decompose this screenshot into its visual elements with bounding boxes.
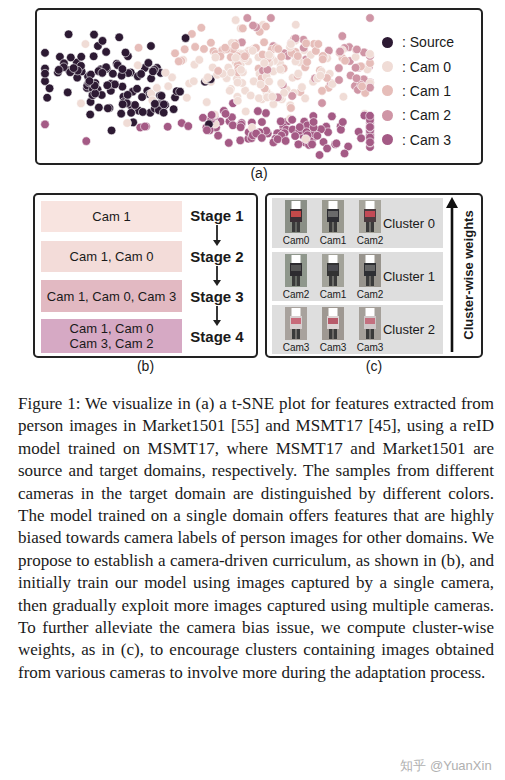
stage-bar: Cam 1, Cam 0 Cam 3, Cam 2: [41, 319, 182, 353]
subfigure-label: (b): [35, 358, 256, 375]
legend-entry: : Cam 0: [382, 54, 454, 78]
panel-box: Cluster 0Cluster 1Cluster 2(c): [265, 193, 483, 358]
legend-text: : Cam 1: [402, 83, 451, 99]
cluster-label: Cluster 1: [383, 268, 435, 285]
stage-label: Stage 3: [190, 288, 243, 305]
figure-caption: Figure 1: We visualize in (a) a t-SNE pl…: [18, 393, 494, 684]
image-caption: Cam3: [357, 342, 384, 353]
stage-label: Stage 4: [190, 328, 243, 345]
image-caption: Cam0: [283, 235, 310, 246]
image-caption: Cam3: [283, 342, 310, 353]
legend-text: : Cam 0: [402, 59, 451, 75]
image-caption: Cam1: [320, 289, 347, 300]
subfigure-label: (c): [267, 358, 481, 375]
stage-cameras: Cam 1, Cam 0 Cam 3, Cam 2: [62, 321, 162, 351]
stage-cameras: Cam 1: [92, 209, 130, 224]
image-caption: Cam1: [320, 235, 347, 246]
legend-swatch: [382, 85, 393, 96]
legend-swatch: [382, 61, 393, 72]
image-caption: Cam2: [357, 289, 384, 300]
stage-cameras: Cam 1, Cam 0, Cam 3: [47, 289, 176, 304]
legend-entry: : Cam 1: [382, 79, 454, 103]
legend-entry: : Source: [382, 30, 454, 54]
legend-text: : Cam 3: [402, 132, 451, 148]
stage-bar: Cam 1, Cam 0, Cam 3: [41, 280, 182, 312]
cluster-label: Cluster 2: [383, 321, 435, 338]
subfigure-label: (a): [37, 165, 481, 182]
stage-cameras: Cam 1, Cam 0: [70, 249, 154, 264]
legend-swatch: [382, 134, 393, 145]
image-caption: Cam2: [357, 235, 384, 246]
legend: : Source : Cam 0 : Cam 1 : Cam 2 : Cam 3: [382, 30, 454, 152]
legend-swatch: [382, 110, 393, 121]
image-caption: Cam2: [283, 289, 310, 300]
watermark: 知乎 @YuanXin: [400, 757, 491, 775]
legend-text: : Cam 2: [402, 107, 451, 123]
stage-label: Stage 2: [190, 248, 243, 265]
cluster-label: Cluster 0: [383, 215, 435, 232]
stage-bar: Cam 1, Cam 0: [41, 241, 182, 272]
image-caption: Cam3: [320, 342, 347, 353]
legend-entry: : Cam 3: [382, 128, 454, 152]
legend-entry: : Cam 2: [382, 103, 454, 127]
stage-bar: Cam 1: [41, 201, 182, 232]
stage-label: Stage 1: [190, 207, 243, 224]
axis-label: Cluster-wise weights: [461, 210, 476, 339]
legend-swatch: [382, 37, 393, 48]
legend-text: : Source: [402, 34, 454, 50]
